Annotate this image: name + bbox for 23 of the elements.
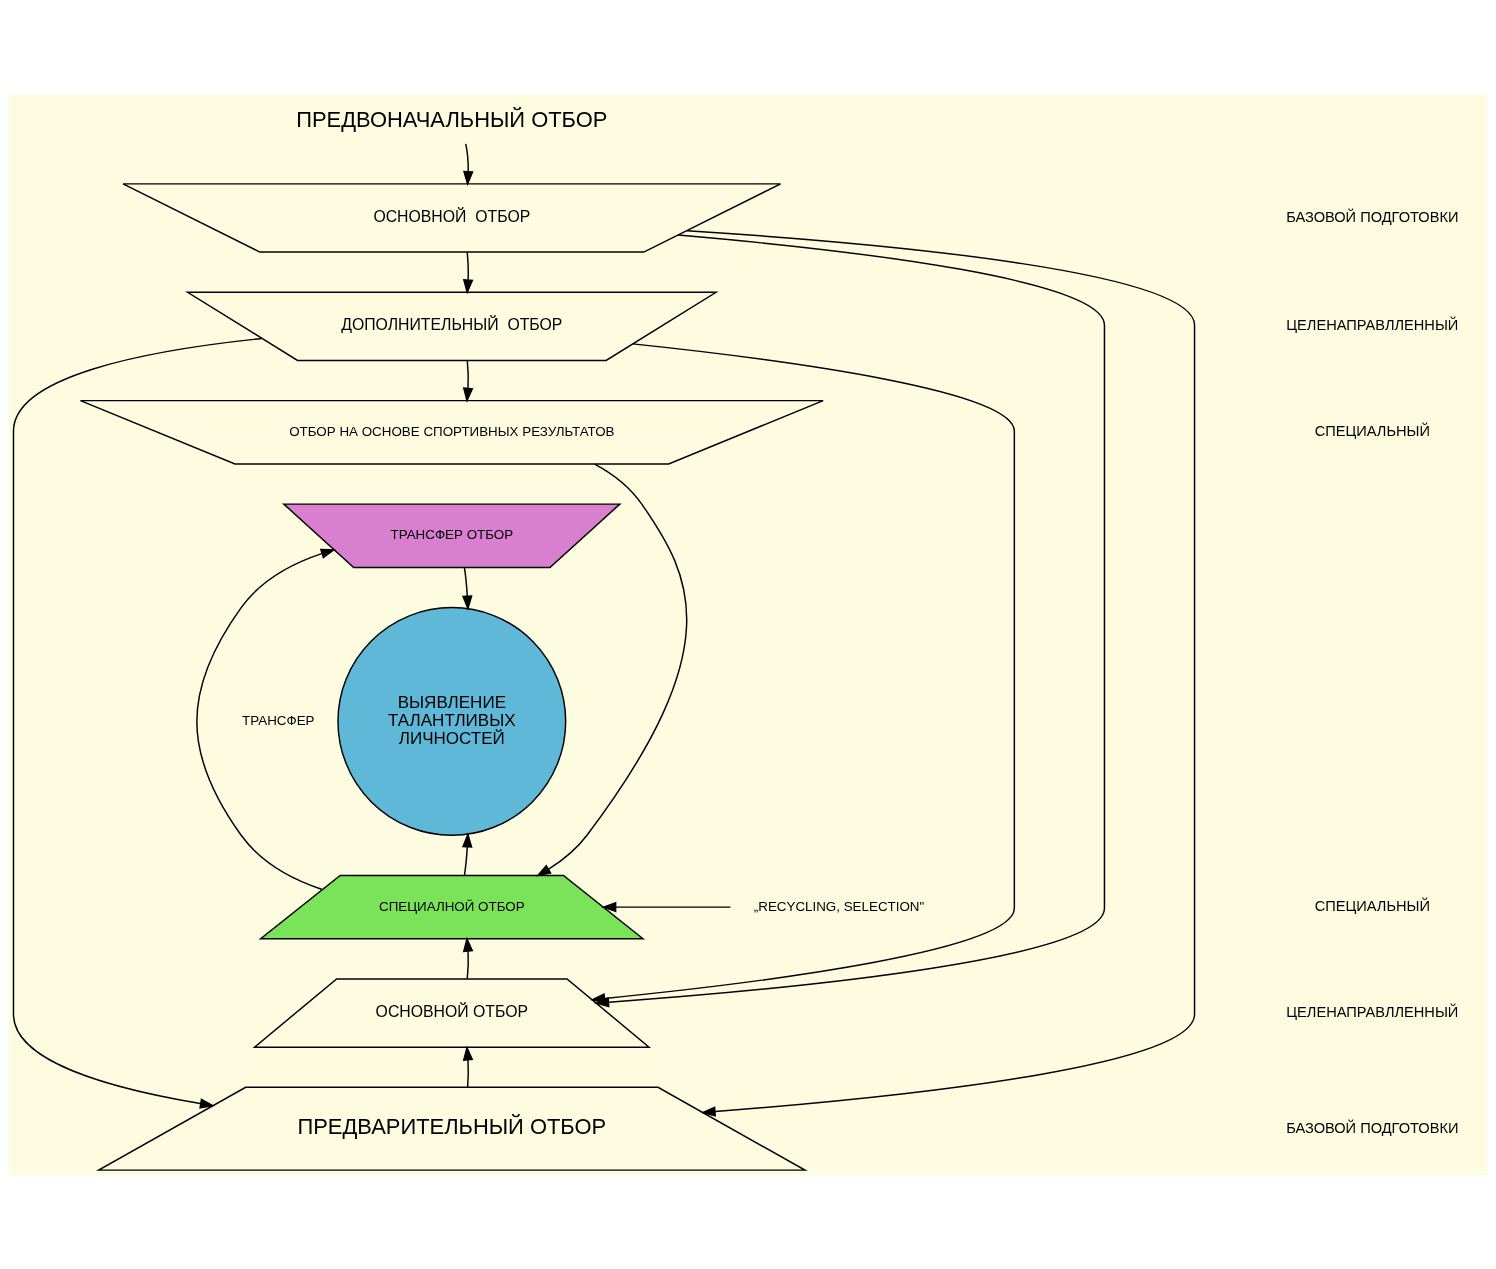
arrow (536, 462, 688, 877)
label: СПЕЦИАЛЬНЫЙ (1314, 422, 1430, 439)
arrow (12, 337, 263, 1109)
label: ЦЕЛЕНАПРАВЛЛЕННЫЙ (1286, 1003, 1459, 1020)
arrow (462, 831, 473, 876)
node-text: ПРЕДВОНАЧАЛЬНЫЙ ОТБОР (296, 106, 608, 132)
label: ЦЕЛЕНАПРАВЛЛЕННЫЙ (1286, 316, 1459, 333)
arrow (196, 548, 336, 890)
node-circle: ВЫЯВЛЕНИЕ ТАЛАНТЛИВЫХ ЛИЧНОСТЕЙ (337, 606, 567, 836)
arrow (462, 566, 473, 611)
arrow (462, 250, 474, 294)
arrow (463, 142, 474, 186)
arrow (590, 342, 1016, 1004)
label: БАЗОВОЙ ПОДГОТОВКИ (1286, 1119, 1459, 1136)
arrow (601, 901, 732, 912)
arrow (462, 1044, 474, 1088)
arrow (686, 229, 1196, 1117)
arrow (462, 936, 474, 979)
label: БАЗОВОЙ ПОДГОТОВКИ (1286, 208, 1459, 225)
node-text: „RECYCLING, SELECTION" (753, 898, 925, 914)
label: СПЕЦИАЛЬНЫЙ (1314, 897, 1430, 914)
edge-label: ТРАНСФЕР (242, 712, 315, 728)
arrow (462, 359, 474, 403)
